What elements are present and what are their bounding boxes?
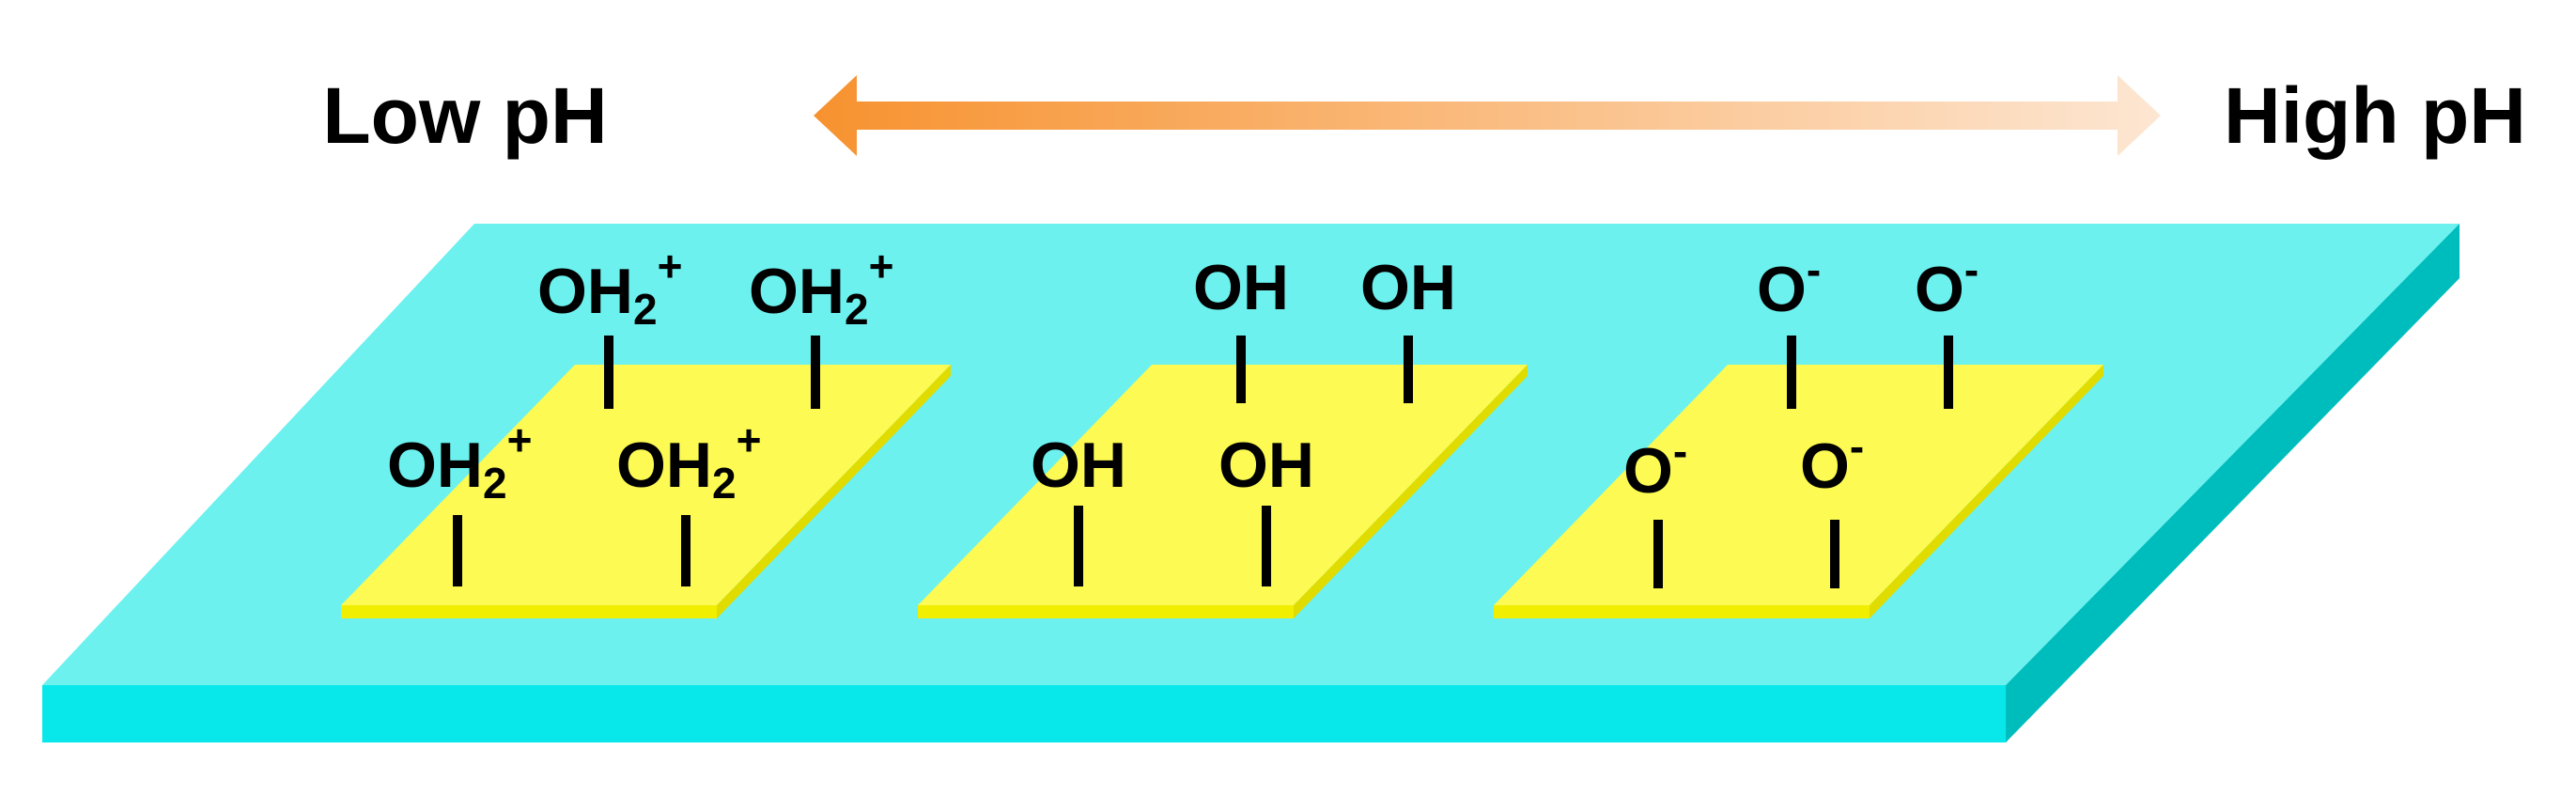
oh2-plus-group: OH2+ [749,242,893,334]
low-ph-label: Low pH [322,71,607,160]
oxide-pad-high-ph [1494,365,2103,618]
oh2-plus-group: OH2+ [616,415,761,508]
oh2-plus-group: OH2+ [387,415,532,508]
oh-group: OH [1031,430,1126,501]
high-ph-label: High pH [2224,71,2526,160]
surface-bonds [453,336,1953,588]
ph-double-arrow [814,75,2161,156]
oh-group: OH [1193,252,1289,323]
o-minus-group: O- [1623,427,1687,507]
o-minus-group: O- [1800,422,1864,502]
o-minus-group: O- [1757,245,1821,325]
oxide-pad-neutral [918,365,1528,618]
slab-front-face [42,685,2006,742]
oh-group: OH [1218,430,1314,501]
oxide-pad-low-ph [341,365,951,618]
slab-side-face [2006,224,2460,742]
oh-group: OH [1360,252,1456,323]
oh2-plus-group: OH2+ [537,242,682,334]
o-minus-group: O- [1915,245,1979,325]
